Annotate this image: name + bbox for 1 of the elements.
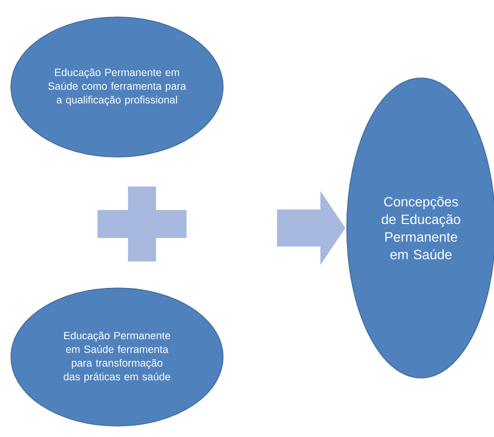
plus-sign (98, 186, 186, 262)
